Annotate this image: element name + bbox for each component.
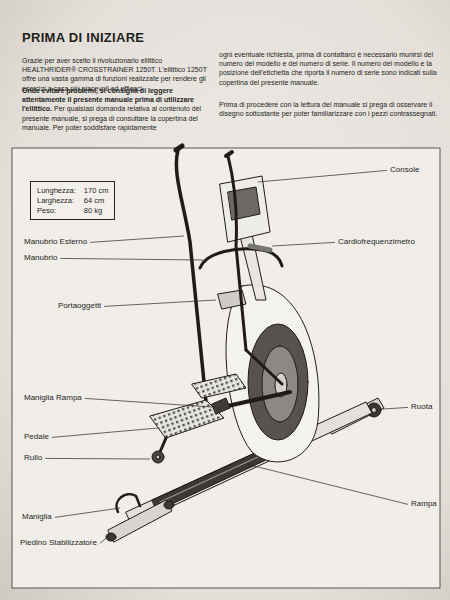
spec-value: 64 cm xyxy=(84,196,109,205)
spec-name: Larghezza: xyxy=(37,196,76,205)
part-label: Pedale xyxy=(24,433,49,442)
paragraph-text: Prima di procedere con la lettura del ma… xyxy=(219,101,437,117)
rear-handle xyxy=(117,494,140,512)
leader-line xyxy=(85,398,212,407)
drawing-part xyxy=(12,148,440,588)
leader-line xyxy=(60,258,203,260)
outer-arm xyxy=(228,156,246,350)
leader-line xyxy=(104,300,216,306)
ramp xyxy=(152,450,266,511)
ramp-stripe xyxy=(160,457,258,502)
diagram-frame xyxy=(12,148,440,588)
leader-line xyxy=(52,428,158,437)
wheel-hub xyxy=(372,408,377,413)
spec-name: Lunghezza: xyxy=(37,186,76,195)
pedal-link xyxy=(246,350,282,384)
part-label: Console xyxy=(390,166,419,175)
roller xyxy=(152,451,164,463)
outer-arm xyxy=(176,150,206,402)
leader-line xyxy=(272,242,335,246)
part-label: Rampa xyxy=(411,500,437,509)
leader-line xyxy=(100,533,112,543)
part-label: Rullo xyxy=(24,454,42,463)
part-label: Cardiofrequenzimetro xyxy=(338,238,415,247)
grip xyxy=(176,146,182,150)
flywheel-housing xyxy=(226,285,319,462)
mast xyxy=(240,234,266,300)
leader-line xyxy=(383,407,408,409)
part-label: Maniglia Rampa xyxy=(24,394,82,403)
leader-line xyxy=(258,170,387,182)
pedal-arm xyxy=(160,438,166,452)
grip xyxy=(226,152,232,156)
foot xyxy=(106,533,116,541)
console xyxy=(220,176,270,242)
leader-line xyxy=(90,236,184,242)
part-label: Portaoggetti xyxy=(58,302,101,311)
body-paragraph: ogni eventuale richiesta, prima di conta… xyxy=(219,50,441,87)
spec-box: Lunghezza: 170 cm Larghezza: 64 cm Peso: 80 k… xyxy=(30,181,115,220)
part-label: Manubrio xyxy=(24,254,57,263)
paragraph-text: Grazie per aver scelto il rivoluzionario… xyxy=(22,57,207,92)
part-label: Piedino Stabilizzatore xyxy=(20,539,97,548)
spec-name: Peso: xyxy=(37,206,76,215)
body-paragraph: Prima di procedere con la lettura del ma… xyxy=(219,100,441,118)
spacer xyxy=(52,105,54,112)
part-label: Manubrio Esterno xyxy=(24,238,87,247)
part-label: Ruota xyxy=(411,403,432,412)
foot xyxy=(164,501,174,509)
spec-value: 170 cm xyxy=(84,186,109,195)
roller-hub xyxy=(156,455,160,459)
leader-line xyxy=(45,458,150,460)
body-paragraph: Onde evitare problemi, si consiglia di l… xyxy=(22,86,208,132)
console-screen xyxy=(228,187,260,220)
page-title: PRIMA DI INIZIARE xyxy=(22,30,144,45)
spec-value: 80 kg xyxy=(84,206,109,215)
trainer-drawing xyxy=(106,146,384,542)
pulse-grip xyxy=(250,246,270,250)
pedal xyxy=(192,374,246,398)
leader-line xyxy=(246,464,408,504)
paragraph-text: ogni eventuale richiesta, prima di conta… xyxy=(219,51,437,86)
leader-line xyxy=(55,508,120,517)
ramp-handle xyxy=(212,398,230,414)
part-label: Maniglia xyxy=(22,513,52,522)
